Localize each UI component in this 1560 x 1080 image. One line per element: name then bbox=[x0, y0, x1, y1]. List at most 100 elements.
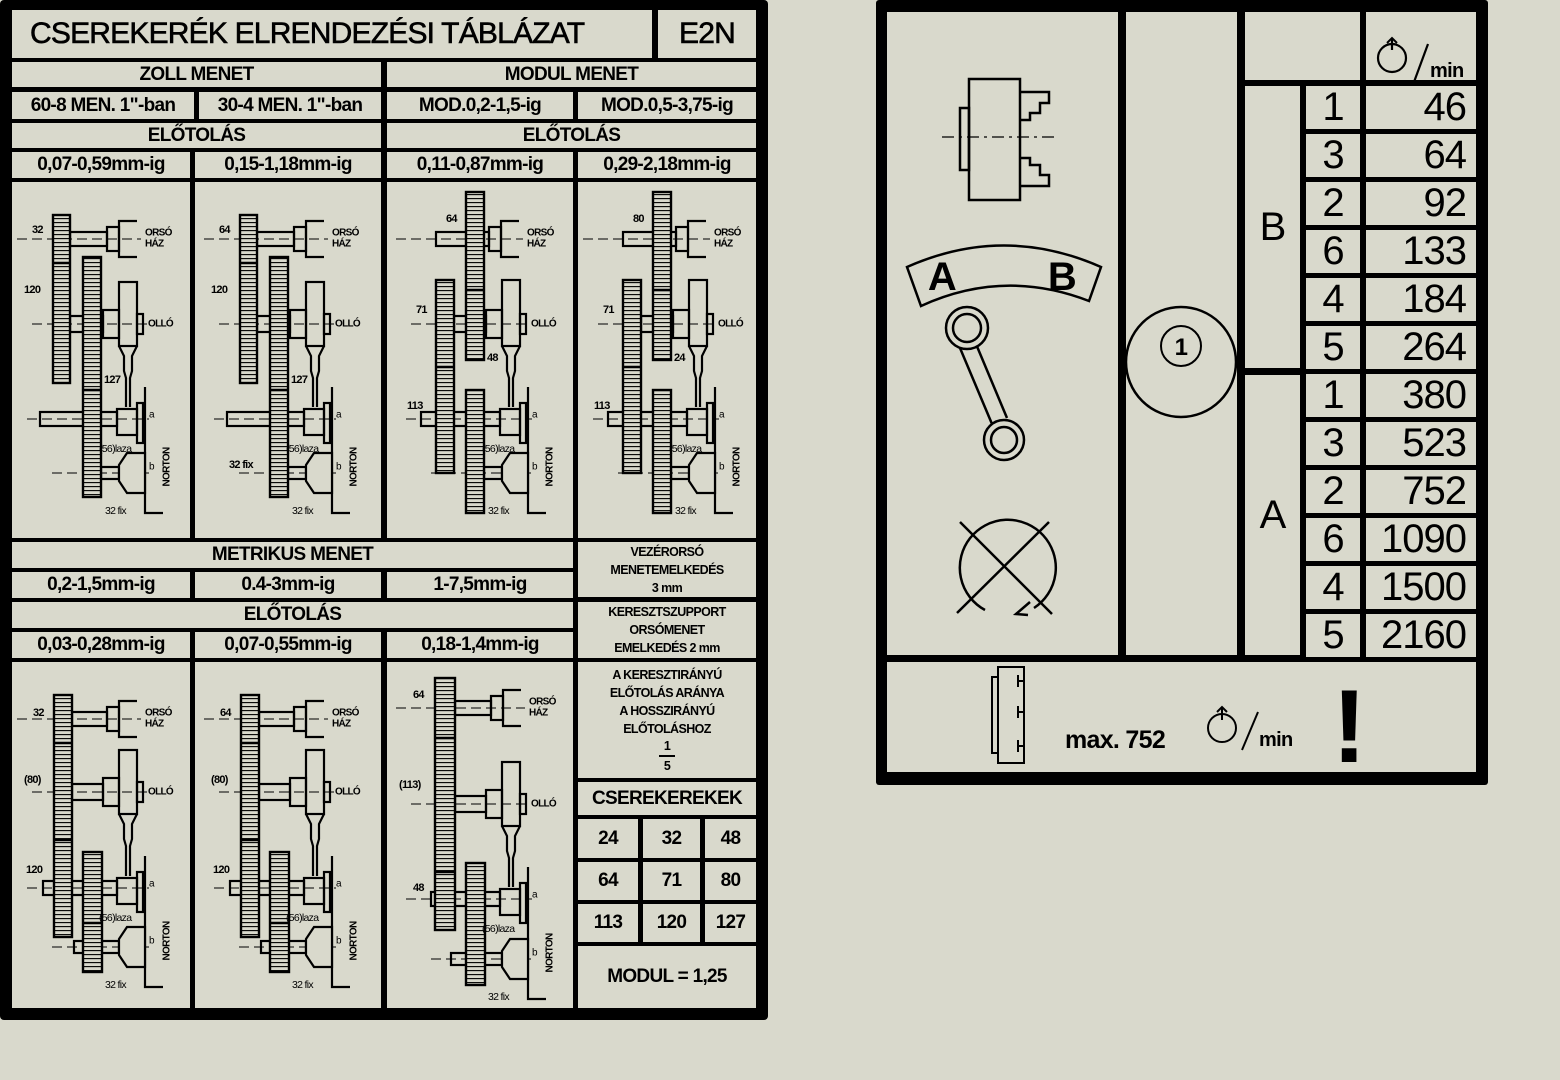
norton-wall bbox=[526, 867, 546, 1001]
lever-icon[interactable] bbox=[944, 305, 1026, 462]
warning-row: max. 752 min ! bbox=[887, 662, 1476, 772]
modul-header: MODUL MENET bbox=[387, 62, 756, 87]
hub-a bbox=[115, 407, 139, 437]
selector-icons: A B bbox=[905, 77, 1103, 617]
gear-label: 80 bbox=[633, 213, 644, 225]
gear-label: 32 fix bbox=[229, 459, 255, 471]
change-gear bbox=[464, 190, 486, 362]
shaft-b-label: b bbox=[532, 462, 538, 473]
lever-position: 5 bbox=[1306, 326, 1360, 369]
housing-label: HÁZ bbox=[714, 237, 733, 250]
spindle-speed: 1500 bbox=[1366, 566, 1476, 609]
loose-gear-label: (56)laza bbox=[482, 443, 515, 455]
gear-label: 64 bbox=[446, 213, 458, 225]
gear-label: 113 bbox=[407, 400, 423, 412]
quadrant-tab bbox=[322, 780, 332, 804]
quadrant-tab bbox=[518, 312, 528, 336]
shaft-b-label: b bbox=[336, 936, 342, 947]
loose-gear-label: (56)laza bbox=[482, 923, 515, 935]
gear-label: 32 bbox=[32, 224, 43, 236]
page-title: CSEREKERÉK ELRENDEZÉSI TÁBLÁZAT bbox=[12, 10, 652, 58]
shaft-b-label: b bbox=[719, 462, 725, 473]
spindle-label: ORSÓ bbox=[145, 706, 173, 719]
gear-label: 120 bbox=[213, 864, 230, 876]
hub-a bbox=[115, 876, 139, 906]
metric-range-1: 0,2-1,5mm-ig bbox=[12, 572, 190, 598]
feed-range-4: 0,29-2,18mm-ig bbox=[578, 152, 756, 178]
change-gear bbox=[238, 213, 259, 385]
lever-position: 6 bbox=[1306, 230, 1360, 273]
fraction-bar bbox=[659, 755, 675, 757]
gear-label: 71 bbox=[416, 304, 427, 316]
spindle-speed: 380 bbox=[1366, 374, 1476, 417]
spindle-speed: 92 bbox=[1366, 182, 1476, 225]
spindle-housing bbox=[499, 219, 519, 259]
max-speed-label: max. 752 bbox=[1065, 726, 1165, 754]
quadrant-arm bbox=[117, 280, 139, 348]
loose-gear-label: (56)laza bbox=[99, 443, 132, 455]
norton-wall bbox=[330, 387, 350, 515]
shaft-a-label: a bbox=[336, 410, 342, 421]
change-gear bbox=[621, 278, 643, 475]
gear-label: 64 bbox=[220, 707, 232, 719]
hub-b bbox=[687, 451, 717, 495]
modul-range-2: MOD.0,5-3,75-ig bbox=[578, 92, 756, 119]
ratio-fraction: 1 5 bbox=[659, 738, 675, 774]
gear-label: 32 bbox=[33, 707, 44, 719]
change-gear bbox=[433, 676, 457, 932]
change-gear bbox=[81, 850, 104, 974]
change-gear bbox=[268, 850, 291, 974]
housing-label: HÁZ bbox=[332, 237, 351, 250]
range-a-label: A bbox=[928, 255, 956, 299]
cross-slide-note: KERESZTSZUPPORT ORSÓMENET EMELKEDÉS 2 mm bbox=[578, 602, 756, 658]
gear-label: (113) bbox=[399, 779, 422, 791]
shaft-b-label: b bbox=[336, 462, 342, 473]
norton-wall bbox=[330, 856, 350, 989]
speed-knob-icon[interactable] bbox=[1126, 305, 1237, 419]
norton-label: NORTON bbox=[545, 447, 556, 486]
metric-feed-header: ELŐTOLÁS bbox=[12, 602, 573, 628]
feed-range-3: 0,11-0,87mm-ig bbox=[387, 152, 573, 178]
norton-label: NORTON bbox=[162, 921, 173, 960]
gear-value: 64 bbox=[578, 862, 638, 900]
change-gear bbox=[52, 693, 74, 939]
hub-b bbox=[500, 451, 530, 495]
housing-label: HÁZ bbox=[145, 717, 164, 730]
gear-value: 32 bbox=[643, 819, 700, 858]
plate-a bbox=[705, 401, 715, 445]
norton-label: NORTON bbox=[162, 447, 173, 486]
knob-drawing: 1 bbox=[1126, 305, 1237, 419]
gear-label: 64 bbox=[219, 224, 231, 236]
shaft-a-label: a bbox=[532, 410, 538, 421]
modul-value: MODUL = 1,25 bbox=[578, 946, 756, 1008]
note-line: VEZÉRORSÓ bbox=[630, 544, 704, 559]
quadrant-label: OLLÓ bbox=[335, 785, 361, 798]
gear-label: 120 bbox=[26, 864, 43, 876]
plate-a bbox=[322, 870, 332, 914]
quadrant-tab bbox=[135, 312, 145, 336]
plate-a bbox=[135, 870, 145, 914]
gear-label: 120 bbox=[24, 284, 41, 296]
quadrant-label: OLLÓ bbox=[718, 317, 744, 330]
hub-a bbox=[302, 876, 326, 906]
hub-b bbox=[304, 925, 334, 969]
quadrant-slot bbox=[688, 345, 708, 407]
plate-a bbox=[518, 401, 528, 445]
norton-wall bbox=[713, 387, 733, 515]
lever-position: 3 bbox=[1306, 134, 1360, 177]
lever-position: 4 bbox=[1306, 278, 1360, 321]
gear-label: (80) bbox=[24, 774, 42, 786]
spindle-housing bbox=[686, 219, 706, 259]
spindle-speed: 264 bbox=[1366, 326, 1476, 369]
lever-position: 1 bbox=[1306, 374, 1360, 417]
change-gear bbox=[81, 255, 103, 499]
spindle-speed: 523 bbox=[1366, 422, 1476, 465]
